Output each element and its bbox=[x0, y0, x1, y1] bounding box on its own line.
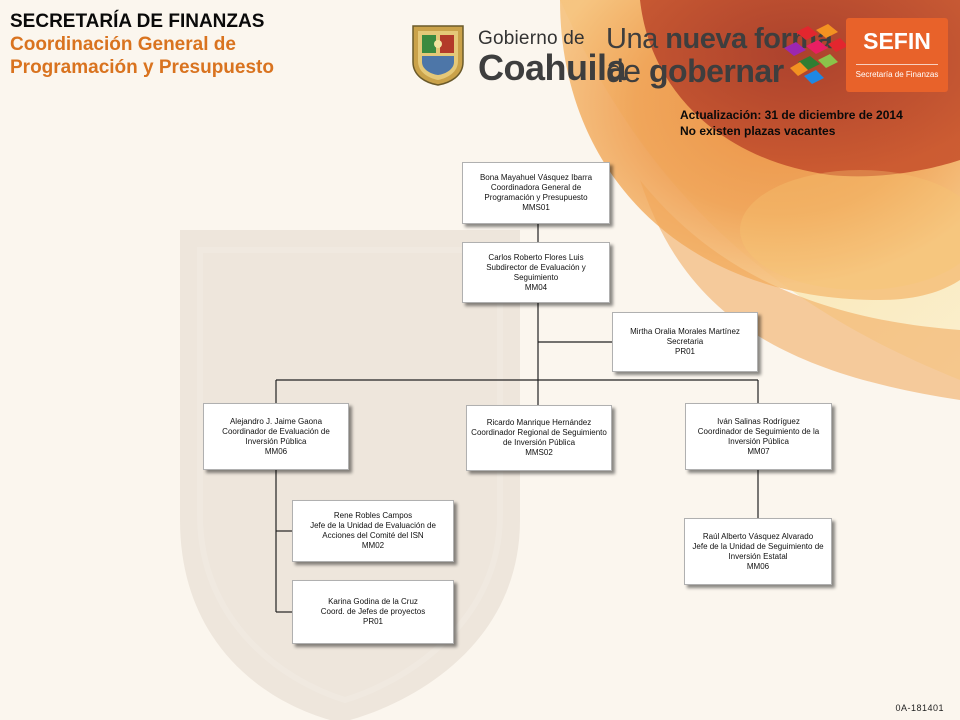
org-code: MMS01 bbox=[522, 203, 550, 212]
page-header: SECRETARÍA DE FINANZAS Coordinación Gene… bbox=[10, 10, 274, 79]
coahuila-coat-of-arms-icon bbox=[412, 25, 464, 86]
org-name: Iván Salinas Rodríguez bbox=[717, 416, 800, 426]
org-box-coord-jefes-proyectos: Karina Godina de la Cruz Coord. de Jefes… bbox=[292, 580, 454, 644]
sefin-subtitle: Secretaría de Finanzas bbox=[855, 70, 939, 79]
slogan-2a: de bbox=[606, 53, 649, 89]
org-box-coordinador-seguimiento: Iván Salinas Rodríguez Coordinador de Se… bbox=[685, 403, 832, 470]
org-name: Bona Mayahuel Vásquez Ibarra bbox=[479, 173, 593, 182]
org-title: Coordinador de Evaluación de Inversión P… bbox=[222, 426, 330, 446]
org-name: Ricardo Manrique Hernández bbox=[486, 418, 592, 427]
org-box-coordinadora-general: Bona Mayahuel Vásquez Ibarra Coordinador… bbox=[462, 162, 610, 224]
slogan-2b: gobernar bbox=[648, 53, 784, 89]
sefin-divider bbox=[856, 64, 938, 65]
coordinacion-title: Coordinación General de bbox=[10, 34, 236, 55]
sefin-logo: SEFIN Secretaría de Finanzas bbox=[846, 18, 948, 92]
org-name: Karina Godina de la Cruz bbox=[328, 597, 418, 606]
org-code: MMS02 bbox=[525, 448, 553, 457]
org-code: PR01 bbox=[674, 347, 695, 356]
org-box-coordinador-evaluacion: Alejandro J. Jaime Gaona Coordinador de … bbox=[203, 403, 349, 470]
org-code: MM06 bbox=[264, 446, 288, 456]
coahuila-text: Coahuila bbox=[478, 47, 627, 88]
secretaria-title: SECRETARÍA DE FINANZAS bbox=[10, 11, 265, 32]
vacancy-note: No existen plazas vacantes bbox=[680, 124, 836, 138]
org-title: Coordinador Regional de Seguimiento de I… bbox=[471, 428, 607, 447]
org-box-secretaria: Mirtha Oralia Morales Martínez Secretari… bbox=[612, 312, 758, 372]
org-title: Jefe de la Unidad de Evaluación de Accio… bbox=[310, 521, 436, 540]
org-box-jefe-unidad-estatal: Raúl Alberto Vásquez Alvarado Jefe de la… bbox=[684, 518, 832, 585]
slogan-1a: Una bbox=[606, 23, 666, 55]
org-box-subdirector: Carlos Roberto Flores Luis Subdirector d… bbox=[462, 242, 610, 303]
update-note: Actualización: 31 de diciembre de 2014 N… bbox=[680, 107, 903, 139]
org-code: MM02 bbox=[361, 541, 385, 550]
org-title: Jefe de la Unidad de Seguimiento de Inve… bbox=[692, 541, 824, 561]
slogan-line-2: de gobernar bbox=[606, 54, 784, 88]
org-code: MM04 bbox=[524, 282, 548, 292]
org-code: MM06 bbox=[746, 561, 770, 571]
org-name: Raúl Alberto Vásquez Alvarado bbox=[702, 531, 814, 541]
update-date: Actualización: 31 de diciembre de 2014 bbox=[680, 108, 903, 122]
org-title: Subdirector de Evaluación y Seguimiento bbox=[486, 262, 586, 282]
org-code: PR01 bbox=[362, 617, 383, 626]
org-name: Alejandro J. Jaime Gaona bbox=[229, 416, 323, 426]
colored-cubes-icon bbox=[784, 24, 848, 84]
org-title: Coordinador de Seguimiento de la Inversi… bbox=[697, 426, 820, 446]
programacion-title: Programación y Presupuesto bbox=[10, 57, 274, 78]
org-box-coordinador-regional: Ricardo Manrique Hernández Coordinador R… bbox=[466, 405, 612, 471]
sefin-title: SEFIN bbox=[863, 28, 931, 54]
org-title: Coordinadora General de Programación y P… bbox=[484, 183, 588, 202]
org-name: Mirtha Oralia Morales Martínez bbox=[630, 327, 740, 336]
gobierno-de-text: Gobierno de bbox=[478, 28, 585, 49]
org-code: MM07 bbox=[747, 446, 770, 456]
org-title: Coord. de Jefes de proyectos bbox=[320, 607, 426, 616]
org-name: Rene Robles Campos bbox=[333, 511, 413, 520]
gobierno-coahuila-logo: Gobierno de Coahuila Una nueva forma de … bbox=[410, 22, 850, 92]
document-code: 0A-181401 bbox=[895, 703, 944, 713]
org-title: Secretaria bbox=[666, 337, 704, 346]
org-box-jefe-unidad-isn: Rene Robles Campos Jefe de la Unidad de … bbox=[292, 500, 454, 562]
org-name: Carlos Roberto Flores Luis bbox=[488, 252, 584, 262]
